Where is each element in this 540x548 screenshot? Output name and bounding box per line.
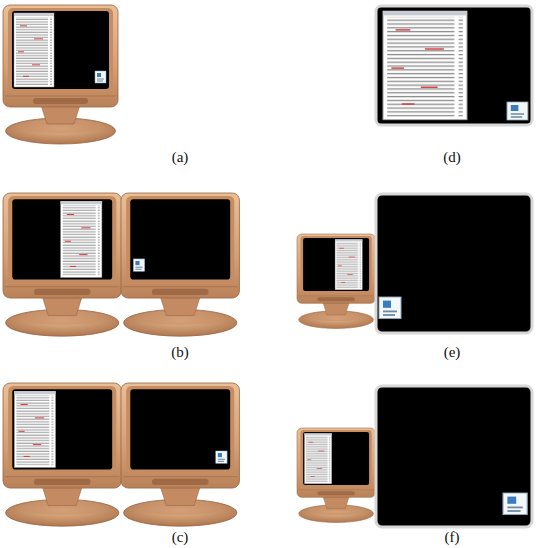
monitor: [3, 383, 121, 526]
monitor: [297, 428, 375, 523]
large-display: [376, 194, 532, 333]
monitor: [297, 234, 375, 329]
monitor: [121, 383, 239, 526]
panel-label: (f): [445, 530, 460, 545]
panel-label: (b): [171, 345, 189, 360]
monitor: [121, 193, 239, 336]
monitor: [3, 193, 121, 336]
panel-label: (e): [444, 345, 461, 360]
panel-label: (a): [172, 150, 189, 165]
monitor: [3, 5, 118, 144]
panel-label: (c): [172, 530, 189, 545]
large-display: [376, 386, 532, 527]
large-display: [376, 6, 532, 125]
panel-label: (d): [443, 150, 461, 165]
